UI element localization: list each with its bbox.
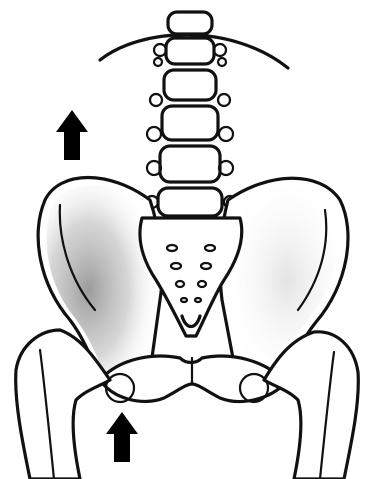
lumbar-spine (146, 12, 236, 216)
vertebra-4 (162, 106, 218, 140)
vertebra-6 (158, 188, 222, 216)
arrow-up-lower (106, 412, 138, 462)
arrow-up-upper (56, 110, 88, 160)
vertebra-5 (160, 146, 220, 182)
vertebra-3 (164, 70, 216, 100)
vertebra-1 (168, 12, 212, 34)
vertebra-2 (166, 38, 214, 64)
